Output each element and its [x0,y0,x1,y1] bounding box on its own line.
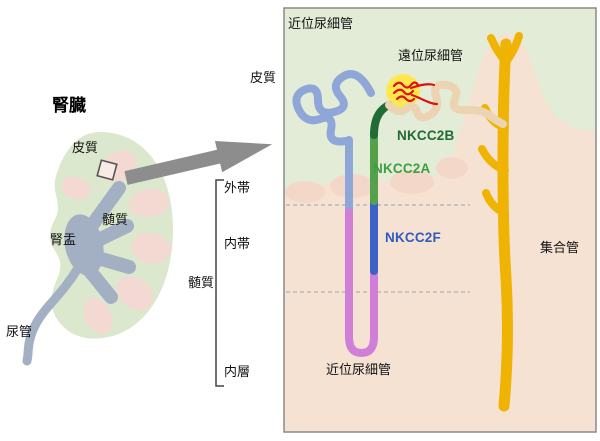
glomerulus-icon [392,81,439,106]
boundary-bump [285,181,325,203]
proximal-tubule-bottom-label: 近位尿細管 [326,362,392,377]
kidney-medulla-label: 髄質 [102,212,129,227]
outer-stripe-label: 外帯 [224,180,251,195]
panel-cortex-label: 皮質 [250,70,277,85]
ureter-shape [22,263,83,366]
henle-loop-shape [345,208,378,358]
zoom-box [96,159,118,181]
panel-medulla-label: 髄質 [188,275,215,290]
proximal-tubule-shape [292,70,375,218]
nkcc2b-label: NKCC2B [397,128,455,143]
panel-border [283,7,597,433]
collecting-duct-label: 集合管 [540,240,580,255]
boundary-bump [436,157,468,179]
boundary-bump [390,170,434,194]
panel-medulla-background [284,33,596,432]
zoom-arrow-icon [124,141,273,185]
kidney-ureter-label: 尿管 [6,324,33,339]
renal-pelvis-shape [64,181,136,304]
nkcc2a-label: NKCC2A [373,161,431,176]
distal-tubule-label: 遠位尿細管 [398,48,464,63]
inner-stripe-label: 内帯 [224,236,251,251]
kidney-cortex-label: 皮質 [72,140,99,155]
kidney-pelvis-label: 腎盂 [50,232,77,247]
medulla-bracket [215,179,224,387]
proximal-tubule-top-label: 近位尿細管 [288,16,354,31]
inner-layer-label: 内層 [224,364,251,379]
kidney-title: 腎臓 [52,96,86,115]
distal-tubule-shape [385,80,507,128]
nkcc2f-label: NKCC2F [385,230,441,245]
